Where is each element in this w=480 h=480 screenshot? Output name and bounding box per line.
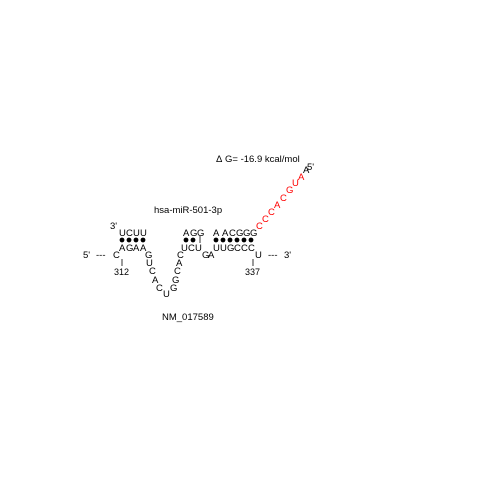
mirna-nucleotide: C xyxy=(268,207,275,218)
mirna-5prime-label: 5' xyxy=(307,162,314,173)
mirna-nucleotide: A xyxy=(298,172,305,183)
target-name: NM_017589 xyxy=(162,312,214,323)
mirna-nucleotide: G xyxy=(197,228,204,239)
base-pair-dot xyxy=(213,237,219,243)
base-pair-dot xyxy=(140,237,146,243)
base-pair-dot xyxy=(133,237,139,243)
mirna-nucleotide: U xyxy=(292,178,299,189)
base-pair-dot xyxy=(227,237,233,243)
target-nucleotide: U xyxy=(213,243,220,254)
target-position-end: 337 xyxy=(245,267,260,277)
mirna-nucleotide: A xyxy=(222,228,229,239)
target-nucleotide: A xyxy=(152,275,159,286)
mirna-nucleotide: A xyxy=(213,228,220,239)
mirna-nucleotide: G xyxy=(236,228,243,239)
mirna-nucleotide: C xyxy=(256,221,263,232)
target-nucleotide: C xyxy=(156,283,163,294)
base-pair-dot xyxy=(241,237,247,243)
energy-label: G= -16.9 kcal/mol xyxy=(225,154,300,165)
target-nucleotide: U xyxy=(146,258,153,269)
target-nucleotide: G xyxy=(202,250,209,261)
base-pair-dot xyxy=(119,237,125,243)
target-nucleotide: C xyxy=(248,243,255,254)
target-nucleotide: A xyxy=(119,243,126,254)
target-nucleotide: C xyxy=(113,250,120,261)
target-nucleotide: A xyxy=(140,243,147,254)
target-nucleotide: C xyxy=(234,243,241,254)
target-nucleotide: C xyxy=(241,243,248,254)
base-pair-dot xyxy=(126,237,132,243)
mirna-nucleotide: C xyxy=(280,193,287,204)
base-pair-markers xyxy=(119,237,254,243)
mirna-nucleotide: U xyxy=(133,228,140,239)
mirna-3prime-label: 3' xyxy=(110,221,117,232)
mirna-nucleotide: C xyxy=(262,214,269,225)
target-3prime-label: 3' xyxy=(284,250,291,261)
target-left-dashes: --- xyxy=(96,250,106,261)
target-nucleotide: U xyxy=(255,250,262,261)
mirna-nucleotide: G xyxy=(190,228,197,239)
target-nucleotide: U xyxy=(195,243,202,254)
target-nucleotide: U xyxy=(163,289,170,300)
target-nucleotide: A xyxy=(208,250,215,261)
base-pair-dot xyxy=(220,237,226,243)
mirna-nucleotide: G xyxy=(286,185,293,196)
mirna-nucleotide: A xyxy=(274,200,281,211)
mirna-nucleotide: C xyxy=(126,228,133,239)
mirna-nucleotide: A xyxy=(303,165,310,176)
target-nucleotide: A xyxy=(133,243,140,254)
mirna-nucleotide: A xyxy=(183,228,190,239)
mirna-nucleotide: C xyxy=(229,228,236,239)
mirna-nucleotide: G xyxy=(250,228,257,239)
target-right-dashes: --- xyxy=(268,250,278,261)
target-nucleotide: C xyxy=(174,266,181,277)
mirna-nucleotide: G xyxy=(243,228,250,239)
target-nucleotide: G xyxy=(126,243,133,254)
base-pair-dot xyxy=(183,237,189,243)
target-position-start: 312 xyxy=(114,267,129,277)
target-nucleotide: G xyxy=(227,243,234,254)
target-nucleotide: G xyxy=(172,275,179,286)
mirna-name: hsa-miR-501-3p xyxy=(154,205,222,216)
target-nucleotide: U xyxy=(181,243,188,254)
target-nucleotide: C xyxy=(188,243,195,254)
delta-symbol: Δ xyxy=(216,154,223,165)
target-nucleotide: A xyxy=(176,258,183,269)
mirna-nucleotide: U xyxy=(140,228,147,239)
target-nucleotide: U xyxy=(220,243,227,254)
target-nucleotide: C xyxy=(177,250,184,261)
mirna-nucleotide: U xyxy=(119,228,126,239)
base-pair-dot xyxy=(248,237,254,243)
target-5prime-label: 5' xyxy=(83,250,90,261)
target-nucleotide: C xyxy=(149,266,156,277)
target-nucleotide: G xyxy=(170,283,177,294)
target-nucleotide: G xyxy=(145,250,152,261)
base-pair-dot xyxy=(190,237,196,243)
base-pair-dot xyxy=(234,237,240,243)
